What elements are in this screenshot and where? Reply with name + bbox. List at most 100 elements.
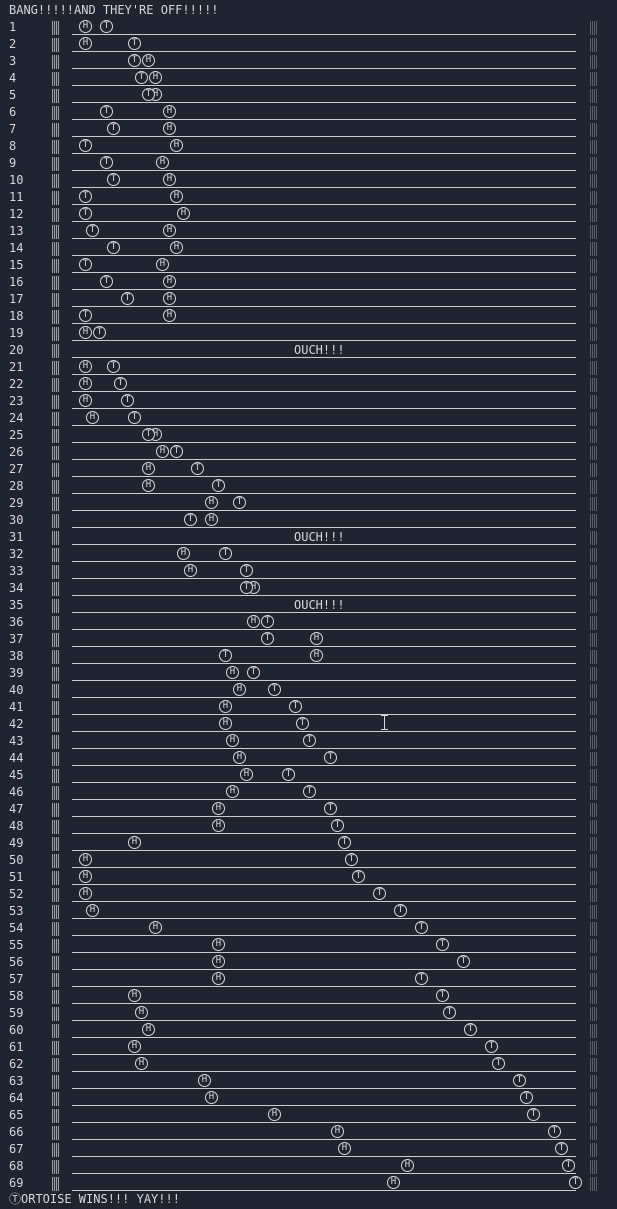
race-track-line — [72, 901, 576, 902]
scroll-indicator — [590, 242, 597, 256]
scroll-indicator — [590, 667, 597, 681]
gutter-marker — [52, 361, 59, 375]
hare-token-icon: H — [156, 258, 169, 271]
line-number: 65 — [9, 1108, 24, 1122]
tortoise-token-icon: T — [100, 105, 113, 118]
hare-token-icon: H — [233, 751, 246, 764]
gutter-marker — [52, 735, 59, 749]
race-start-banner: BANG!!!!!AND THEY'RE OFF!!!!! — [9, 3, 219, 17]
race-track-line — [72, 595, 576, 596]
line-number: 17 — [9, 292, 24, 306]
gutter-marker — [52, 837, 59, 851]
line-number: 66 — [9, 1125, 24, 1139]
scroll-indicator — [590, 293, 597, 307]
tortoise-token-icon: T — [513, 1074, 526, 1087]
scroll-indicator — [590, 1024, 597, 1038]
line-number: 30 — [9, 513, 24, 527]
gutter-marker — [52, 531, 59, 545]
line-number: 54 — [9, 921, 24, 935]
race-track-line — [72, 493, 576, 494]
tortoise-token-icon: T — [303, 785, 316, 798]
scroll-indicator — [590, 191, 597, 205]
line-number: 37 — [9, 632, 24, 646]
race-track-line — [72, 646, 576, 647]
line-number: 29 — [9, 496, 24, 510]
scroll-indicator — [590, 463, 597, 477]
hare-token-icon: H — [338, 1142, 351, 1155]
hare-token-icon: H — [205, 1091, 218, 1104]
tortoise-token-icon: T — [457, 955, 470, 968]
scroll-indicator — [590, 276, 597, 290]
scroll-indicator — [590, 973, 597, 987]
hare-token-icon: H — [170, 190, 183, 203]
gutter-marker — [52, 888, 59, 902]
tortoise-token-icon: T — [485, 1040, 498, 1053]
gutter-marker — [52, 769, 59, 783]
tortoise-token-icon: T — [93, 326, 106, 339]
scroll-indicator — [590, 1109, 597, 1123]
gutter-marker — [52, 1143, 59, 1157]
tortoise-token-icon: T — [107, 241, 120, 254]
line-number: 43 — [9, 734, 24, 748]
scroll-indicator — [590, 956, 597, 970]
scroll-indicator — [590, 735, 597, 749]
race-track-line — [72, 136, 576, 137]
line-number: 38 — [9, 649, 24, 663]
scroll-indicator — [590, 514, 597, 528]
hare-token-icon: H — [331, 1125, 344, 1138]
gutter-marker — [52, 327, 59, 341]
hare-token-icon: H — [163, 105, 176, 118]
line-number: 42 — [9, 717, 24, 731]
line-number: 5 — [9, 88, 17, 102]
gutter-marker — [52, 72, 59, 86]
tortoise-token-icon: T — [100, 20, 113, 33]
race-track-line — [72, 1173, 576, 1174]
scroll-indicator — [590, 582, 597, 596]
gutter-marker — [52, 310, 59, 324]
tortoise-token-icon: T — [415, 972, 428, 985]
scroll-indicator — [590, 89, 597, 103]
scroll-indicator — [590, 310, 597, 324]
race-result-banner: ⓉORTOISE WINS!!! YAY!!! — [9, 1192, 180, 1206]
hare-token-icon: H — [310, 632, 323, 645]
hare-token-icon: H — [170, 139, 183, 152]
race-track-line — [72, 663, 576, 664]
tortoise-token-icon: T — [191, 462, 204, 475]
hare-token-icon: H — [219, 700, 232, 713]
scroll-indicator — [590, 225, 597, 239]
hare-token-icon: H — [163, 292, 176, 305]
race-track-line — [72, 680, 576, 681]
race-track-line — [72, 1105, 576, 1106]
tortoise-token-icon: T — [331, 819, 344, 832]
scroll-indicator — [590, 412, 597, 426]
race-track-line — [72, 510, 576, 511]
line-number: 28 — [9, 479, 24, 493]
gutter-marker — [52, 55, 59, 69]
race-track-line — [72, 1190, 576, 1191]
hare-token-icon: H — [79, 394, 92, 407]
tortoise-token-icon: T — [345, 853, 358, 866]
tortoise-token-icon: T — [79, 309, 92, 322]
gutter-marker — [52, 412, 59, 426]
tortoise-token-icon: T — [135, 71, 148, 84]
race-track-line — [72, 986, 576, 987]
scroll-indicator — [590, 1041, 597, 1055]
gutter-marker — [52, 140, 59, 154]
hare-token-icon: H — [387, 1176, 400, 1189]
gutter-marker — [52, 480, 59, 494]
tortoise-token-icon: T — [268, 683, 281, 696]
gutter-marker — [52, 242, 59, 256]
gutter-marker — [52, 123, 59, 137]
race-track-line — [72, 918, 576, 919]
hare-token-icon: H — [79, 853, 92, 866]
race-track-line — [72, 935, 576, 936]
hare-token-icon: H — [163, 224, 176, 237]
hare-token-icon: H — [226, 785, 239, 798]
tortoise-token-icon: T — [128, 54, 141, 67]
gutter-marker — [52, 208, 59, 222]
race-track-line — [72, 697, 576, 698]
tortoise-token-icon: T — [373, 887, 386, 900]
scroll-indicator — [590, 701, 597, 715]
line-number: 53 — [9, 904, 24, 918]
